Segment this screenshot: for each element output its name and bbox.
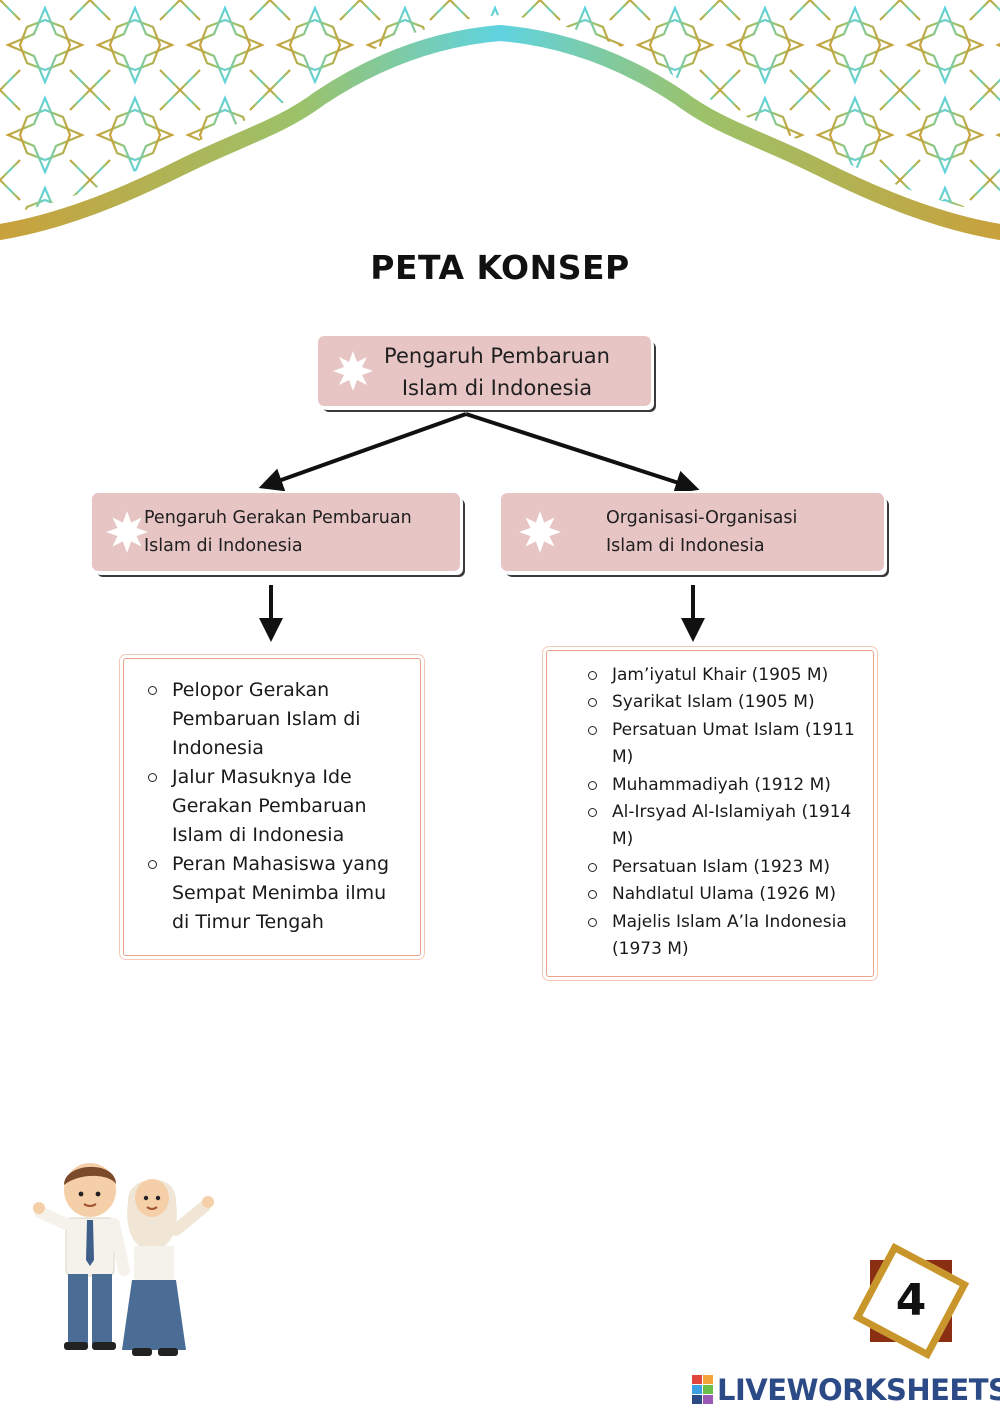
list-item: Persatuan Islam (1923 M) bbox=[586, 854, 876, 881]
list-item-line: Pelopor Gerakan bbox=[172, 676, 416, 705]
list-item-line: Sempat Menimba ilmu bbox=[172, 879, 416, 908]
root-node-line2: Islam di Indonesia bbox=[362, 372, 632, 404]
page-number: 4 bbox=[870, 1270, 952, 1332]
right-organization-list: Jam’iyatul Khair (1905 M)Syarikat Islam … bbox=[586, 662, 876, 963]
brand-name: LIVEWORKSHEETS bbox=[717, 1373, 1000, 1407]
right-node-label: Organisasi-Organisasi Islam di Indonesia bbox=[606, 504, 876, 560]
list-item-line: Nahdlatul Ulama (1926 M) bbox=[612, 881, 876, 908]
page-number-badge: 4 bbox=[852, 1248, 972, 1358]
left-node-label: Pengaruh Gerakan Pembaruan Islam di Indo… bbox=[144, 504, 454, 560]
list-item: Majelis Islam A’la Indonesia(1973 M) bbox=[586, 909, 876, 964]
list-item-line: Peran Mahasiswa yang bbox=[172, 850, 416, 879]
list-item-line: M) bbox=[612, 744, 876, 771]
list-item-line: di Timur Tengah bbox=[172, 908, 416, 937]
left-node-line1: Pengaruh Gerakan Pembaruan bbox=[144, 504, 454, 532]
list-item-line: Pembaruan Islam di bbox=[172, 705, 416, 734]
live-blocks-icon bbox=[692, 1375, 714, 1405]
list-item-line: Majelis Islam A’la Indonesia bbox=[612, 909, 876, 936]
eight-point-star-icon bbox=[517, 509, 563, 555]
girl-student bbox=[122, 1179, 214, 1356]
list-item-line: Al-Irsyad Al-Islamiyah (1914 bbox=[612, 799, 876, 826]
list-item-line: (1973 M) bbox=[612, 936, 876, 963]
right-node-line1: Organisasi-Organisasi bbox=[606, 504, 876, 532]
list-item-line: Syarikat Islam (1905 M) bbox=[612, 689, 876, 716]
list-item-line: Persatuan Islam (1923 M) bbox=[612, 854, 876, 881]
list-item-line: Persatuan Umat Islam (1911 bbox=[612, 717, 876, 744]
list-item-line: M) bbox=[612, 826, 876, 853]
header-islamic-pattern bbox=[0, 0, 1000, 245]
list-item: Syarikat Islam (1905 M) bbox=[586, 689, 876, 716]
list-item: Jam’iyatul Khair (1905 M) bbox=[586, 662, 876, 689]
list-item-line: Jam’iyatul Khair (1905 M) bbox=[612, 662, 876, 689]
list-item: Nahdlatul Ulama (1926 M) bbox=[586, 881, 876, 908]
page-title: PETA KONSEP bbox=[0, 248, 1000, 287]
left-node-line2: Islam di Indonesia bbox=[144, 532, 454, 560]
liveworksheets-brand[interactable]: LIVEWORKSHEETS bbox=[692, 1372, 1000, 1408]
list-item-line: Jalur Masuknya Ide bbox=[172, 763, 416, 792]
list-item-line: Muhammadiyah (1912 M) bbox=[612, 772, 876, 799]
list-item-line: Islam di Indonesia bbox=[172, 821, 416, 850]
list-item-line: Gerakan Pembaruan bbox=[172, 792, 416, 821]
list-item-line: Indonesia bbox=[172, 734, 416, 763]
arrow-root-to-left bbox=[270, 414, 466, 484]
list-item: Muhammadiyah (1912 M) bbox=[586, 772, 876, 799]
right-node-line2: Islam di Indonesia bbox=[606, 532, 876, 560]
boy-student bbox=[33, 1163, 124, 1350]
right-list-items: Jam’iyatul Khair (1905 M)Syarikat Islam … bbox=[586, 662, 876, 963]
root-node-line1: Pengaruh Pembaruan bbox=[362, 340, 632, 372]
students-illustration bbox=[30, 1150, 230, 1365]
root-node-label: Pengaruh Pembaruan Islam di Indonesia bbox=[362, 340, 632, 404]
arrow-root-to-right bbox=[466, 414, 688, 486]
